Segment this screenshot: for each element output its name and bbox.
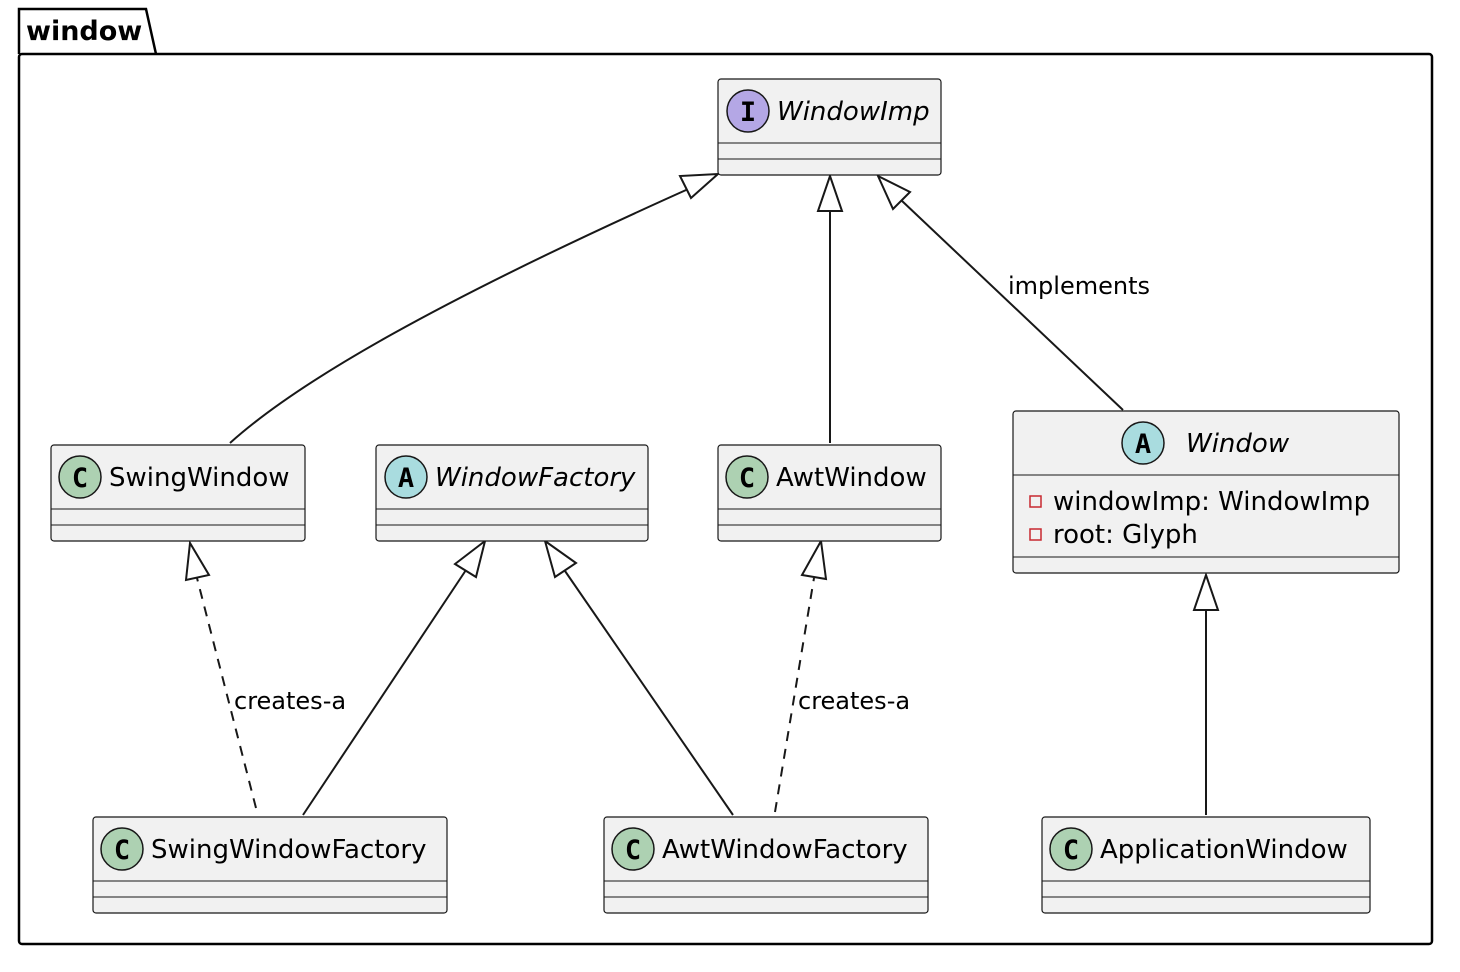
arrowhead-window-windowimp	[875, 173, 912, 211]
class-name: WindowImp	[777, 97, 930, 127]
private-visibility-icon	[1029, 528, 1042, 541]
class-glyph: C	[114, 835, 130, 866]
edge-swingfactory-windowfactory	[302, 569, 467, 816]
abstract-icon	[1121, 421, 1165, 465]
class-icon	[1049, 827, 1093, 871]
arrowhead-awtfactory-windowfactory	[543, 538, 578, 579]
class-applicationwindow[interactable]: C ApplicationWindow	[1041, 816, 1371, 914]
private-visibility-icon	[1029, 495, 1042, 508]
class-glyph: C	[72, 463, 88, 494]
class-box	[375, 444, 649, 542]
class-awtwindow[interactable]: C AwtWindow	[717, 444, 942, 542]
class-box	[1041, 816, 1371, 914]
class-windowfactory[interactable]: A WindowFactory	[375, 444, 649, 542]
arrowhead-applicationwindow-window	[1192, 571, 1220, 611]
abstract-icon	[384, 455, 428, 499]
package-frame	[17, 52, 1434, 946]
abstract-glyph: A	[398, 463, 414, 494]
arrowhead-swingfactory-windowfactory	[453, 538, 487, 579]
arrowhead-swingfactory-swingwindow	[184, 539, 211, 582]
class-awtwindowfactory[interactable]: C AwtWindowFactory	[603, 816, 929, 914]
class-box	[717, 444, 942, 542]
arrowhead-awtfactory-awtwindow	[800, 537, 828, 581]
class-glyph: C	[625, 835, 641, 866]
interface-icon	[726, 89, 770, 133]
class-window[interactable]: A Window windowImp: WindowImp root: Glyp…	[1012, 410, 1400, 574]
class-name: ApplicationWindow	[1100, 835, 1348, 865]
class-icon	[725, 455, 769, 499]
edge-swingwindow-windowimp	[229, 185, 696, 444]
package-title: window	[26, 16, 142, 47]
class-icon	[58, 455, 102, 499]
class-name: AwtWindow	[776, 463, 927, 493]
abstract-glyph: A	[1135, 429, 1151, 460]
class-box	[50, 444, 306, 542]
label-awt-creates-a: creates-a	[798, 687, 910, 715]
label-swing-creates-a: creates-a	[234, 687, 346, 715]
class-box	[92, 816, 448, 914]
class-glyph: C	[739, 463, 755, 494]
package-window: window	[17, 7, 1434, 946]
edge-awtfactory-windowfactory	[564, 570, 734, 816]
class-name: Window	[1186, 429, 1290, 459]
edge-swingfactory-swingwindow	[196, 577, 257, 809]
class-name: SwingWindowFactory	[151, 835, 426, 865]
class-name: SwingWindow	[109, 463, 290, 493]
class-name: AwtWindowFactory	[662, 835, 908, 865]
class-swingwindowfactory[interactable]: C SwingWindowFactory	[92, 816, 448, 914]
class-icon	[100, 827, 144, 871]
package-tab	[17, 7, 158, 55]
arrowhead-swingwindow-windowimp	[678, 172, 721, 200]
field-root: root: Glyph	[1053, 520, 1198, 550]
class-box	[1012, 410, 1400, 574]
field-windowimp: windowImp: WindowImp	[1053, 487, 1370, 517]
arrowhead-awtwindow-windowimp	[816, 172, 844, 212]
class-icon	[611, 827, 655, 871]
class-box	[717, 78, 942, 176]
class-windowimp[interactable]: I WindowImp	[717, 78, 942, 176]
label-implements: implements	[1008, 272, 1150, 300]
edge-window-windowimp	[900, 199, 1124, 411]
class-name: WindowFactory	[435, 463, 636, 493]
class-swingwindow[interactable]: C SwingWindow	[50, 444, 306, 542]
interface-glyph: I	[740, 97, 756, 128]
class-glyph: C	[1063, 835, 1079, 866]
relations: implements creates-a creates-a	[184, 172, 1220, 816]
class-box	[603, 816, 929, 914]
edge-awtfactory-awtwindow	[774, 577, 815, 813]
